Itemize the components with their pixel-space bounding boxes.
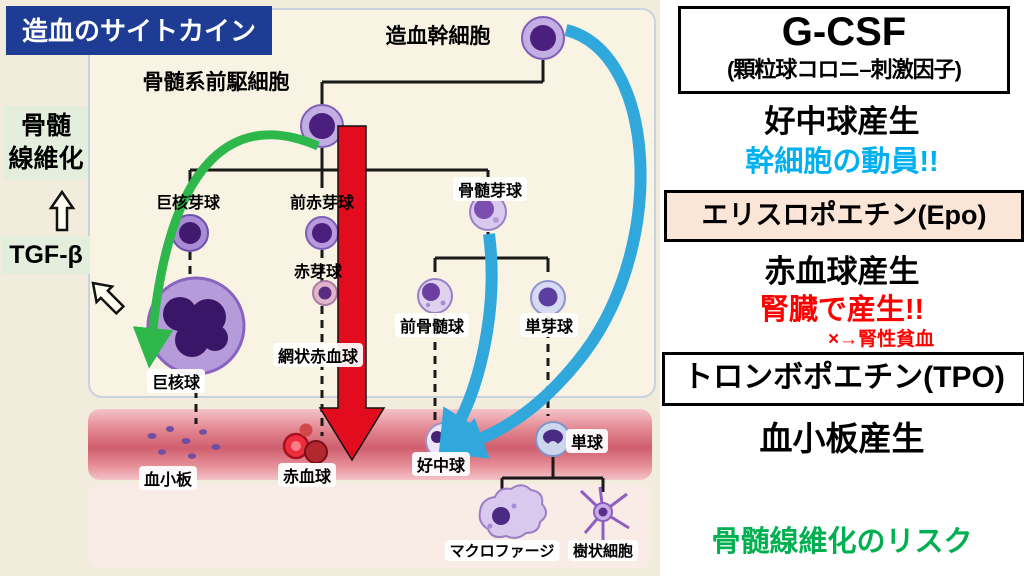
blue-gcsf-arrows [438,24,647,459]
epo-note: ×→腎性貧血 [828,329,935,350]
platelets-image [147,426,221,459]
label-reticulocyte: 網状赤血球 [272,343,364,367]
epo-title: エリスロポエチン(Epo) [701,200,987,230]
myelofibrosis-line2: 線維化 [8,145,84,173]
gcsf-box: G-CSF (顆粒球コロニ–刺激因子) [678,6,1010,94]
megakaryocyte-image [146,276,246,376]
epo-effect: 赤血球産生 [764,254,920,289]
myelofibrosis-line1: 骨髄 [20,112,71,140]
monocyte-image [535,421,571,457]
label-proerythroblast: 前赤芽球 [289,195,355,212]
diagonal-arrow-icon [91,281,126,316]
green-tpo-arrow [132,130,320,369]
label-monocyte: 単球 [565,429,609,453]
up-arrow-icon [48,189,76,232]
myeloid-progenitor-image [300,104,344,148]
hollow-arrows [48,189,126,316]
label-megakaryocyte: 巨核球 [146,369,206,393]
cytokine-info-panel: G-CSF (顆粒球コロニ–刺激因子) 好中球産生 幹細胞の動員!! エリスロポ… [660,0,1024,576]
page-title: 造血のサイトカイン [6,6,273,55]
label-megakaryoblast: 巨核芽球 [155,195,221,212]
proerythroblast-image [305,216,339,250]
label-promyelocyte: 前骨髄球 [394,313,470,337]
epo-highlight: 腎臓で産生!! [759,294,925,326]
gcsf-title: G-CSF [781,10,907,54]
gcsf-effect: 好中球産生 [764,104,920,139]
label-erythroblast: 赤芽球 [293,264,343,281]
epo-box: エリスロポエチン(Epo) [664,190,1024,242]
label-monoblast: 単芽球 [519,313,579,337]
tpo-title: トロンボポエチン(TPO) [683,361,1005,394]
tpo-risk: 骨髄線維化のリスク [711,526,973,558]
tgf-beta-note: TGF-β [2,236,90,274]
tpo-effect: 血小板産生 [759,420,925,457]
dendritic-cell-image [579,486,630,541]
label-stem-cell: 造血幹細胞 [385,25,491,48]
gcsf-highlight: 幹細胞の動員!! [745,146,939,178]
label-myeloblast: 骨髄芽球 [452,177,528,201]
macrophage-image [478,484,547,539]
promyelocyte-image [417,278,453,314]
label-neutrophil: 好中球 [411,452,471,476]
red-blood-cells-image [282,423,328,464]
red-epo-arrow [318,125,386,462]
tpo-box: トロンボポエチン(TPO) [662,352,1024,406]
monoblast-image [530,280,566,316]
label-red-blood-cell: 赤血球 [277,463,337,487]
myeloblast-image [469,193,507,231]
myelofibrosis-note: 骨髄 線維化 [4,106,88,180]
label-myeloid-progenitor: 骨髄系前駆細胞 [142,71,290,94]
diagram-canvas [48,16,647,541]
stem-cell-image [521,16,565,60]
label-platelets: 血小板 [138,466,198,490]
gcsf-subtitle: (顆粒球コロニ–刺激因子) [727,57,962,82]
label-dendritic-cell: 樹状細胞 [567,540,639,561]
erythroblast-image [312,280,338,306]
hematopoiesis-diagram: 造血のサイトカイン 骨髄 線維化 TGF-β 造血幹細胞 骨髄系前駆細胞 巨核芽… [0,0,660,576]
label-macrophage: マクロファージ [444,540,560,561]
